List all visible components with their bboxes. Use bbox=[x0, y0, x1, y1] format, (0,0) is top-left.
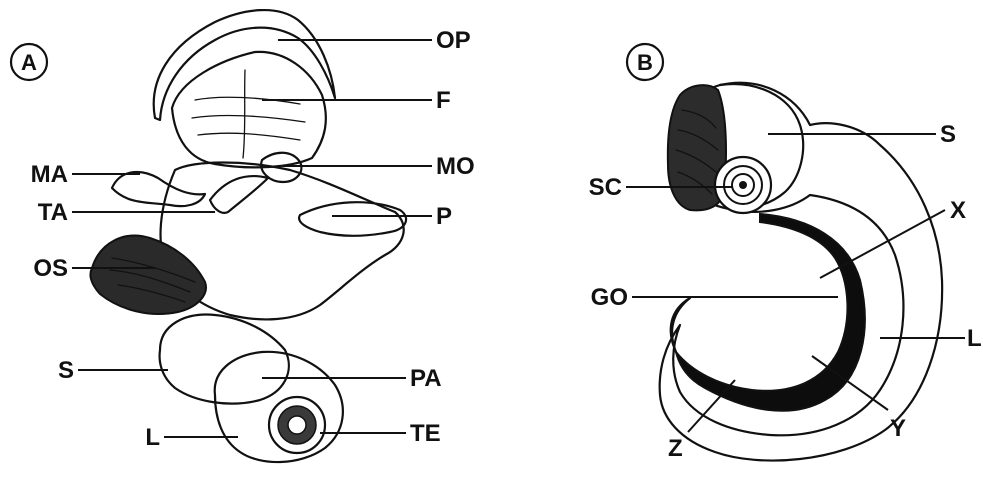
label-z: Z bbox=[668, 435, 683, 462]
label-ma: MA bbox=[31, 161, 68, 188]
panel-b-letter: B bbox=[637, 50, 653, 75]
panel-a-labels: OP F MO P MA TA OS S PA L TE bbox=[31, 27, 475, 451]
penis bbox=[299, 202, 406, 236]
panel-b-badge: B bbox=[627, 44, 663, 80]
gonad-band bbox=[676, 214, 865, 411]
label-x: X bbox=[950, 197, 966, 224]
label-l-a: L bbox=[145, 424, 160, 451]
label-p: P bbox=[436, 203, 452, 230]
panel-a: A bbox=[11, 10, 475, 462]
label-te: TE bbox=[410, 420, 441, 447]
foot bbox=[172, 52, 326, 168]
label-s-b: S bbox=[940, 121, 956, 148]
osphradium bbox=[90, 236, 206, 314]
label-s-a: S bbox=[58, 357, 74, 384]
label-mo: MO bbox=[436, 153, 475, 180]
mantle bbox=[112, 172, 205, 206]
label-sc: SC bbox=[589, 174, 622, 201]
panel-b: B bbox=[589, 44, 982, 462]
label-y: Y bbox=[890, 415, 906, 442]
tentacle bbox=[210, 176, 268, 213]
panel-a-badge: A bbox=[11, 44, 47, 80]
stomach-region bbox=[160, 315, 289, 404]
specimen-a-drawing bbox=[90, 10, 406, 462]
panel-a-letter: A bbox=[21, 50, 37, 75]
spiral-caecum bbox=[715, 157, 771, 213]
label-op: OP bbox=[436, 27, 471, 54]
specimen-b-drawing bbox=[660, 83, 942, 461]
label-os: OS bbox=[33, 255, 68, 282]
label-pa: PA bbox=[410, 365, 442, 392]
label-l-b: L bbox=[967, 325, 982, 352]
label-ta: TA bbox=[38, 199, 68, 226]
label-go: GO bbox=[591, 284, 628, 311]
spiral-gland bbox=[269, 397, 325, 453]
label-f: F bbox=[436, 87, 451, 114]
